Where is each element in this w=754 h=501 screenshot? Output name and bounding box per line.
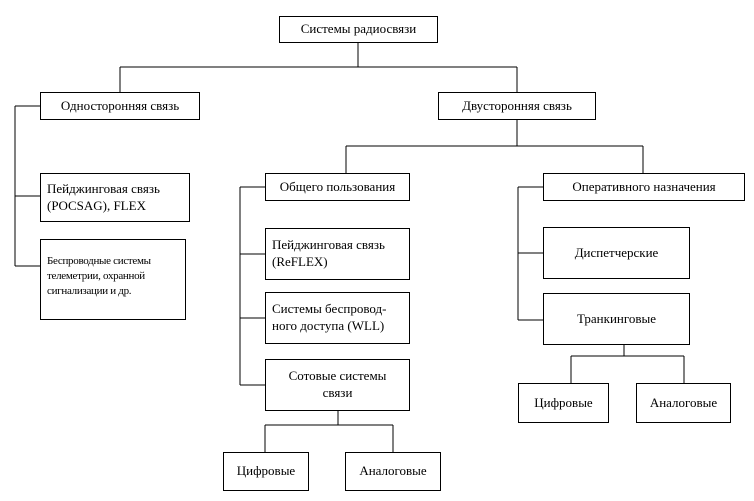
dispatch-node: Диспетчерские: [543, 227, 690, 279]
trunk-digital-node: Цифровые: [518, 383, 609, 423]
cellular-node: Сотовые системы связи: [265, 359, 410, 411]
root-node: Системы радиосвязи: [279, 16, 438, 43]
trunk-analog-node: Аналоговые: [636, 383, 731, 423]
paging-oneway-node: Пейджинговая связь (POCSAG), FLEX: [40, 173, 190, 222]
two-way-node: Двусторонняя связь: [438, 92, 596, 120]
operative-node: Оперативного назначения: [543, 173, 745, 201]
public-use-node: Общего пользования: [265, 173, 410, 201]
wll-node: Системы беспровод- ного доступа (WLL): [265, 292, 410, 344]
one-way-node: Односторонняя связь: [40, 92, 200, 120]
trunking-node: Транкинговые: [543, 293, 690, 345]
telemetry-node: Беспроводные системы телеметрии, охранно…: [40, 239, 186, 320]
cellular-analog-node: Аналоговые: [345, 452, 441, 491]
paging-twoway-node: Пейджинговая связь (ReFLEX): [265, 228, 410, 280]
cellular-digital-node: Цифровые: [223, 452, 309, 491]
